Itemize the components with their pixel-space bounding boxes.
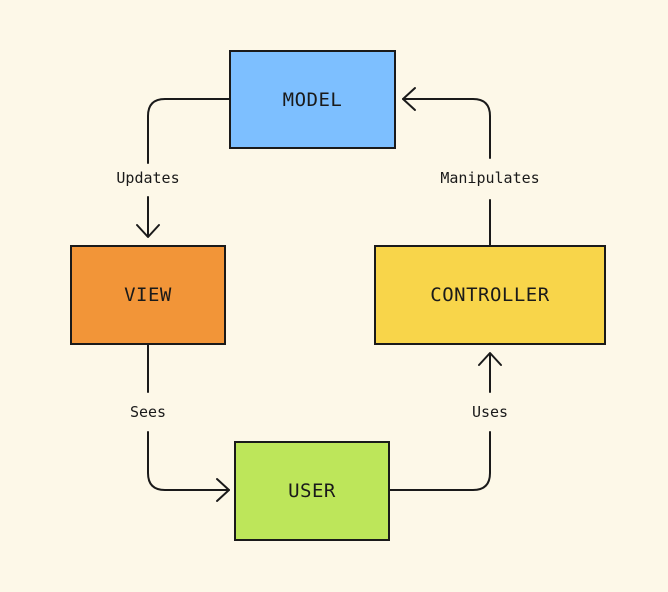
edge-label-manipulates: Manipulates	[438, 169, 542, 187]
edge-manipulates-line-top	[402, 98, 491, 159]
edge-uses-arrowhead	[478, 352, 502, 366]
user-node: USER	[234, 441, 390, 541]
view-node-label: VIEW	[124, 284, 172, 306]
edge-manipulates-arrowhead	[402, 87, 416, 111]
controller-node-label: CONTROLLER	[430, 284, 550, 306]
view-node: VIEW	[70, 245, 226, 345]
edge-sees-arrowhead	[216, 478, 230, 502]
model-node: MODEL	[229, 50, 396, 149]
edge-uses-line-bottom	[389, 431, 491, 491]
model-node-label: MODEL	[282, 88, 343, 111]
user-node-label: USER	[288, 480, 336, 502]
edge-sees-line-bottom	[147, 431, 230, 491]
controller-node: CONTROLLER	[374, 245, 606, 345]
edge-label-sees: Sees	[127, 403, 169, 421]
edge-label-uses: Uses	[469, 403, 511, 421]
edge-updates-arrowhead	[136, 224, 160, 238]
edge-label-updates: Updates	[114, 169, 182, 187]
edge-updates-line-top	[147, 98, 230, 164]
